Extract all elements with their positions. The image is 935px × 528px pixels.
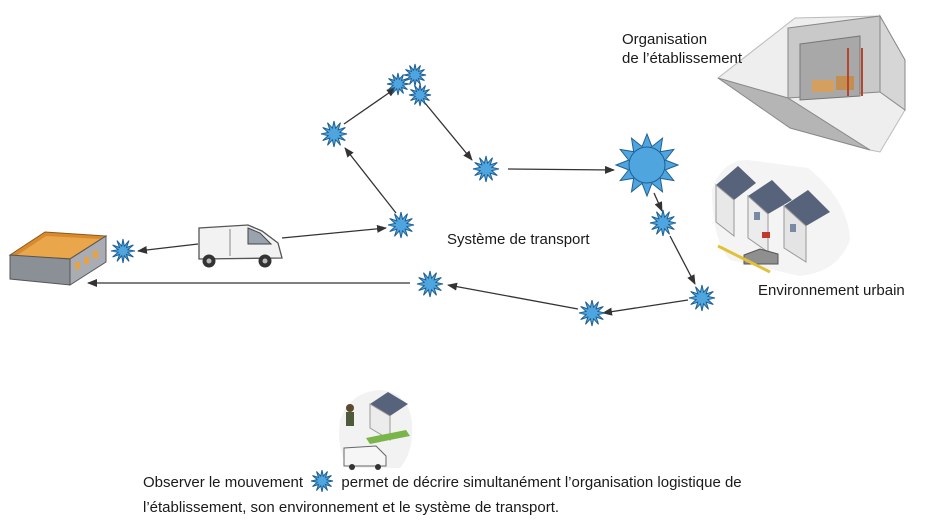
- star-icon: [311, 470, 334, 492]
- star-icon: [387, 211, 415, 239]
- delivery-scene-icon: [339, 390, 413, 470]
- houses-icon: [712, 160, 850, 276]
- organisation-label-line1: Organisation: [622, 31, 708, 48]
- arrow: [669, 235, 696, 285]
- star-icon: [472, 155, 500, 183]
- organisation-label: Organisation de l’établissement: [622, 30, 742, 68]
- star-icon: [688, 284, 716, 312]
- caption-line1: Observer le mouvement permet de décrire …: [143, 470, 923, 495]
- star-icon: [408, 83, 432, 107]
- arrow: [343, 87, 397, 125]
- event-stars: [110, 63, 716, 327]
- star-icon: [578, 299, 606, 327]
- arrow: [653, 192, 663, 212]
- caption-part1: Observer le mouvement: [143, 474, 304, 491]
- arrow: [507, 165, 615, 174]
- organisation-label-line2: de l’établissement: [622, 50, 743, 67]
- arrow: [602, 299, 689, 316]
- star-icon: [403, 63, 427, 87]
- star-icon: [628, 146, 666, 184]
- caption-line2: l’établissement, son environnement et le…: [143, 499, 560, 516]
- arrow: [137, 243, 199, 254]
- arrow: [424, 102, 473, 161]
- transport-system-label: Système de transport: [447, 231, 590, 248]
- building-interior-icon: [717, 14, 906, 153]
- star-icon: [110, 238, 136, 264]
- urban-environment-label: Environnement urbain: [758, 282, 905, 299]
- star-icon: [416, 270, 444, 298]
- star-icon: [311, 470, 334, 492]
- arrow: [447, 282, 579, 310]
- caption-part2: permet de décrire simultanément l’organi…: [341, 474, 742, 491]
- star-icon: [320, 120, 348, 148]
- star-icon: [649, 209, 677, 237]
- arrow: [344, 147, 397, 214]
- van-icon: [198, 224, 283, 268]
- caption: Observer le mouvement permet de décrire …: [143, 470, 923, 520]
- transport-arrows: [87, 87, 696, 316]
- arrow: [281, 224, 387, 239]
- warehouse-icon: [8, 231, 108, 286]
